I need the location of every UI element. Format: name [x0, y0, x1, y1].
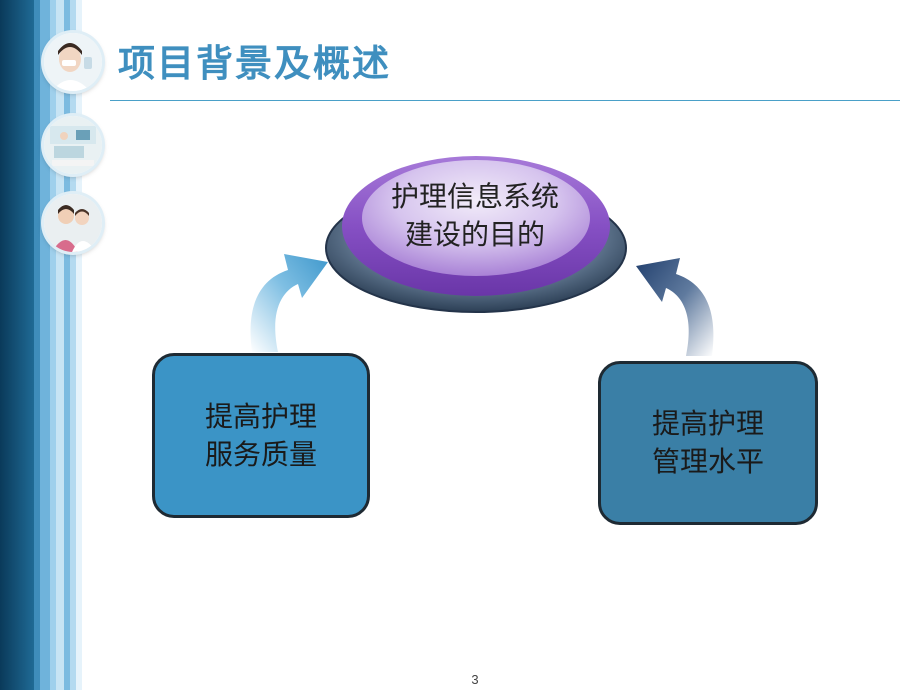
service-quality-box: 提高护理 服务质量 [152, 353, 370, 518]
page-number: 3 [471, 672, 479, 687]
management-level-label: 提高护理 管理水平 [651, 407, 764, 478]
nurse-patient-photo-icon [44, 194, 102, 252]
page-title: 项目背景及概述 [118, 42, 391, 85]
center-ellipse-graphic [325, 156, 627, 313]
service-quality-label: 提高护理 服务质量 [204, 399, 317, 471]
title-divider [110, 100, 900, 101]
left-stripe-decoration [0, 0, 82, 690]
left-curved-arrow [250, 254, 328, 352]
center-goal-label: 护理信息系统 建设的目的 [390, 180, 559, 251]
nurse-photo-icon [44, 33, 102, 91]
hospital-room-photo-icon [44, 116, 102, 174]
right-curved-arrow [636, 258, 714, 356]
management-level-box: 提高护理 管理水平 [598, 361, 818, 525]
